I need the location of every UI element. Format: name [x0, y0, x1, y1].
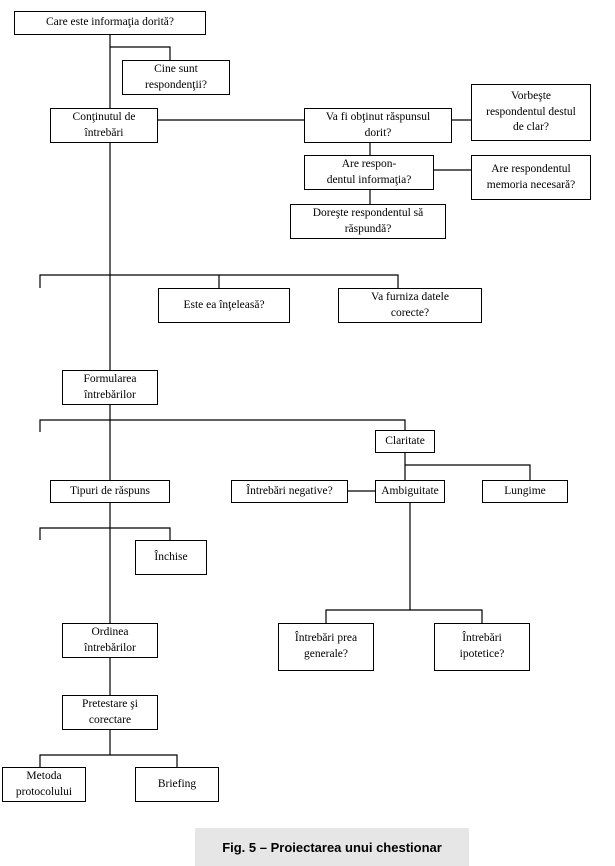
node-are-informatia: Are respon- dentul informaţia?	[304, 155, 434, 190]
node-este-inteleasa: Este ea înţeleasă?	[158, 288, 290, 323]
node-intrebari-ipotetice: Întrebări ipotetice?	[434, 623, 530, 671]
node-ambiguitate: Ambiguitate	[375, 480, 445, 503]
figure-caption: Fig. 5 – Proiectarea unui chestionar	[195, 828, 469, 866]
node-informatia-dorita: Care este informaţia dorită?	[14, 11, 206, 35]
node-claritate: Claritate	[375, 430, 435, 453]
node-briefing: Briefing	[135, 767, 219, 802]
node-doreste-sa-raspunda: Doreşte respondentul să răspundă?	[290, 204, 446, 239]
node-inchise: Închise	[135, 540, 207, 575]
node-formularea-intrebarilor: Formularea întrebărilor	[62, 370, 158, 405]
node-memoria-necesara: Are respondentul memoria necesară?	[471, 155, 591, 200]
node-lungime: Lungime	[482, 480, 568, 503]
node-ordinea-intrebarilor: Ordinea întrebărilor	[62, 623, 158, 658]
node-pretestare-si-corectare: Pretestare şi corectare	[62, 695, 158, 730]
node-intrebari-negative: Întrebări negative?	[231, 480, 348, 503]
node-tipuri-de-raspuns: Tipuri de răspuns	[50, 480, 170, 503]
node-vorbeste-clar: Vorbeşte respondentul destul de clar?	[471, 84, 591, 141]
node-continutul-de-intrebari: Conţinutul de întrebări	[50, 108, 158, 143]
node-raspunsul-dorit: Va fi obţinut răspunsul dorit?	[304, 108, 452, 143]
node-intrebari-prea-generale: Întrebări prea generale?	[278, 623, 374, 671]
node-cine-sunt-respondentii: Cine sunt respondenţii?	[122, 60, 230, 95]
node-metoda-protocolului: Metoda protocolului	[2, 767, 86, 802]
node-date-corecte: Va furniza datele corecte?	[338, 288, 482, 323]
